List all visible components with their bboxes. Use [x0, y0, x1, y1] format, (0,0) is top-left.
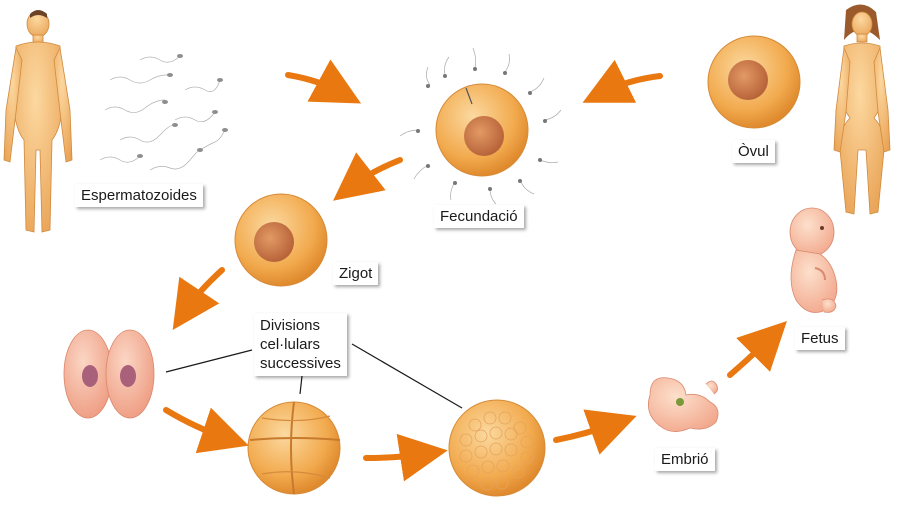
label-divisions: Divisions cel·lulars successives — [254, 313, 347, 376]
arrow-embryo-to-fetus — [727, 321, 787, 378]
label-sperm: Espermatozoides — [75, 184, 203, 207]
zygote-nucleus — [254, 222, 294, 262]
arrow-zygote-to-two-cell — [172, 267, 225, 330]
sperm-heads — [137, 54, 228, 158]
label-divisions-line-1: Divisions — [260, 317, 321, 334]
arrow-sperm-to-fertilization — [285, 59, 362, 104]
sperm-group — [99, 55, 226, 171]
label-divisions-line-3: successives — [260, 355, 341, 372]
fetus-figure — [789, 207, 838, 313]
male-figure — [3, 10, 73, 233]
label-divisions-line-2: cel·lulars — [260, 336, 321, 353]
arrow-multi-cell-to-morula — [363, 433, 448, 482]
arrow-fertilization-to-zygote — [333, 152, 403, 201]
label-embryo: Embrió — [655, 448, 715, 471]
label-ovum: Òvul — [732, 140, 775, 163]
arrow-two-cell-to-multi-cell — [163, 407, 249, 454]
female-figure — [833, 4, 891, 215]
multi-cell-stage — [247, 401, 341, 495]
label-fertilization: Fecundació — [434, 205, 524, 228]
process-arrows — [163, 59, 787, 482]
embryo-figure — [647, 377, 719, 432]
morula — [448, 399, 546, 497]
arrow-morula-to-embryo — [553, 409, 637, 455]
two-cell-stage — [63, 329, 155, 419]
label-fetus: Fetus — [795, 327, 845, 350]
fertilized-nucleus — [464, 116, 504, 156]
arrow-ovum-to-fertilization — [582, 59, 663, 103]
label-zygote: Zigot — [333, 262, 379, 285]
ovum-nucleus — [728, 60, 768, 100]
morula-texture — [459, 411, 534, 491]
callout-lines — [165, 343, 463, 409]
fertilization-sperm-heads — [416, 67, 547, 191]
